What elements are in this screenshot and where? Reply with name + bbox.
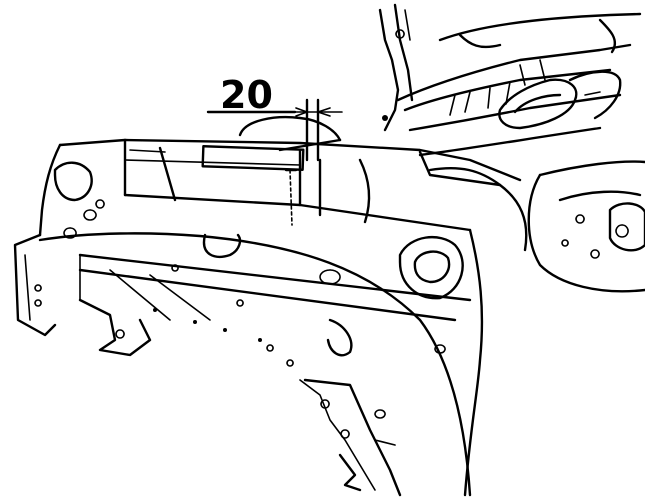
strut-tower	[398, 228, 484, 497]
cowl-cross-member	[123, 116, 502, 232]
dimension-marker: 20	[206, 73, 343, 226]
firewall-upper-structure	[378, 3, 642, 252]
left-front-panel	[13, 138, 522, 337]
dimension-label: 20	[220, 73, 273, 117]
fastener-points	[153, 115, 388, 342]
inner-fender-lower	[38, 232, 472, 497]
right-side-panel	[527, 160, 645, 293]
